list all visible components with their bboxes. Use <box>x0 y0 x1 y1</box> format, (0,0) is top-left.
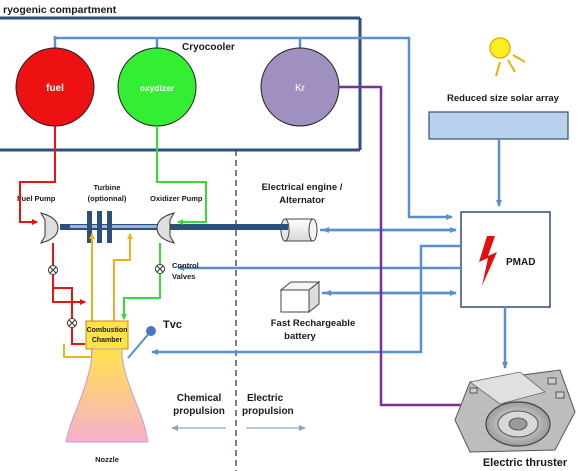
oxidizer-pump-icon <box>156 212 176 244</box>
turbopump-shaft <box>60 211 288 243</box>
fuel-valve-icon <box>48 265 58 275</box>
krypton-tank-label: Kr <box>295 83 306 94</box>
combustion-chamber <box>85 320 129 350</box>
krypton-feed-line <box>339 85 470 407</box>
power-lines <box>151 227 508 369</box>
electric-thruster <box>454 369 576 453</box>
tvc-label: Tvc <box>163 319 182 331</box>
solar-array-label: Reduced size solar array <box>447 93 560 104</box>
krypton-tank: Kr <box>260 47 340 127</box>
fuel-pump-icon <box>39 212 59 244</box>
fuel-lines <box>19 126 86 345</box>
control-valves-line2: Valves <box>172 272 195 281</box>
control-valves-line1: Control <box>172 261 199 270</box>
battery-label-line1: Fast Rechargeable <box>271 318 355 329</box>
oxidizer-valve-icon <box>155 264 165 274</box>
turbine-valve-icon <box>67 318 77 328</box>
battery-label-line2: battery <box>284 331 316 342</box>
alternator-label-line1: Electrical engine / <box>262 182 343 193</box>
chemical-label-line1: Chemical <box>177 393 222 404</box>
pmad-label: PMAD <box>506 257 535 268</box>
cryogenic-compartment <box>0 16 362 152</box>
electric-label-line1: Electric <box>247 393 284 404</box>
combustion-label-line2: Chamber <box>92 337 123 344</box>
oxidizer-lines <box>121 126 207 320</box>
nozzle <box>65 348 149 443</box>
turbine-label-line1: Turbine <box>94 183 121 192</box>
electric-label-line2: propulsion <box>242 406 294 417</box>
lightning-icon <box>479 236 497 286</box>
pmad-box: PMAD <box>460 211 551 308</box>
cryocooler-line <box>53 36 452 217</box>
nozzle-label: Nozzle <box>95 455 119 464</box>
valve-icons <box>48 264 165 328</box>
turbine-exhaust-lines <box>63 233 133 358</box>
solar-array <box>428 111 569 140</box>
oxidizer-tank: oxydizer <box>117 47 197 127</box>
combustion-label-line1: Combustion <box>87 327 128 334</box>
oxidizer-tank-label: oxydizer <box>140 83 175 93</box>
fuel-tank-label: fuel <box>46 83 64 94</box>
chemical-label-line2: propulsion <box>173 406 225 417</box>
tvc-actuator <box>127 326 156 359</box>
electric-thruster-label: Electric thruster <box>483 457 568 469</box>
battery <box>279 280 321 314</box>
turbine-label-line2: (optionnal) <box>88 194 127 203</box>
compartment-title: ryogenic compartment <box>3 4 117 16</box>
alternator-label-line2: Alternator <box>279 195 325 206</box>
fuel-pump-label: Fuel Pump <box>17 194 56 203</box>
cryocooler-label: Cryocooler <box>182 42 235 53</box>
sun-icon <box>489 37 526 77</box>
oxidizer-pump-label: Oxidizer Pump <box>150 194 203 203</box>
fuel-tank: fuel <box>15 47 95 127</box>
